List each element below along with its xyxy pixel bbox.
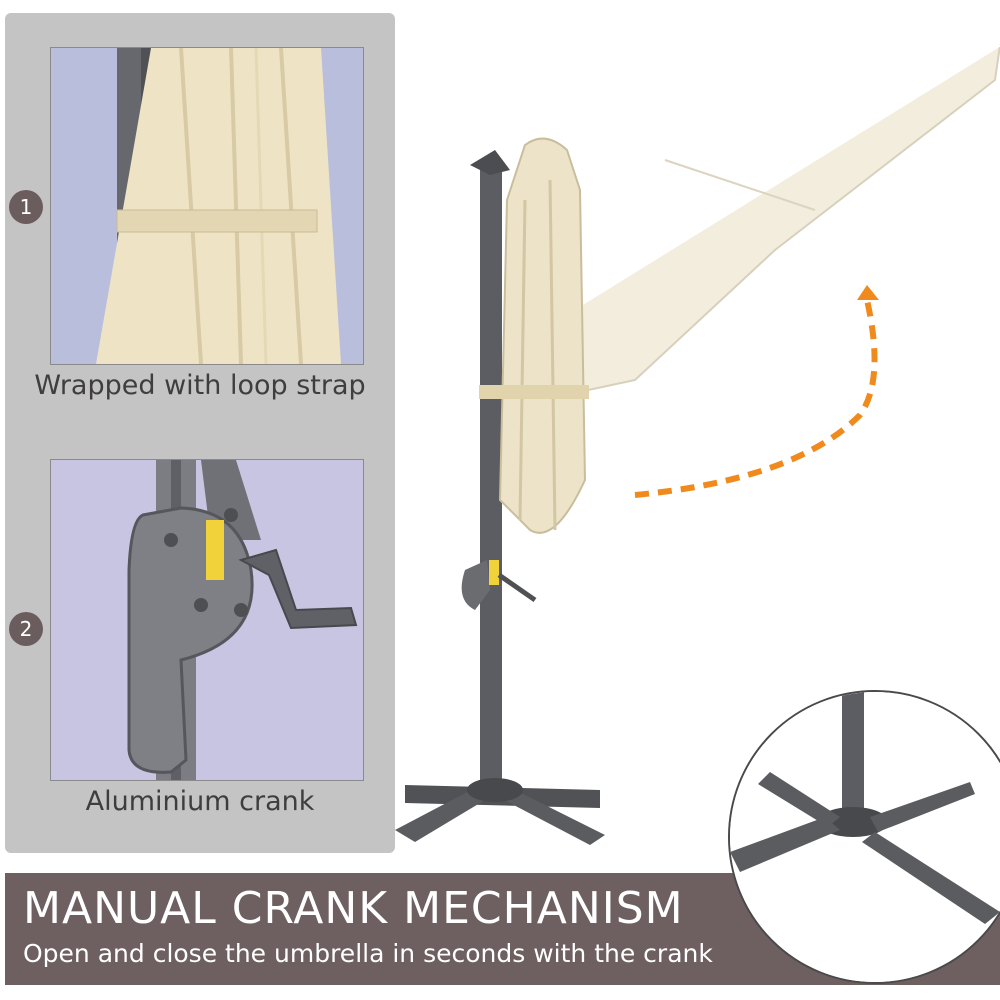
step-caption-1: Wrapped with loop strap [34,370,366,401]
step-badge-1: 1 [9,190,43,224]
loop-strap-photo [50,47,364,365]
crank-handle-photo [50,459,364,781]
base-inset-photo [728,690,1000,984]
umbrella-main-photo [395,0,1000,870]
banner-title: MANUAL CRANK MECHANISM [23,883,684,934]
step-caption-2: Aluminium crank [85,786,315,817]
step-badge-2: 2 [9,612,43,646]
banner-subtitle: Open and close the umbrella in seconds w… [23,939,713,968]
